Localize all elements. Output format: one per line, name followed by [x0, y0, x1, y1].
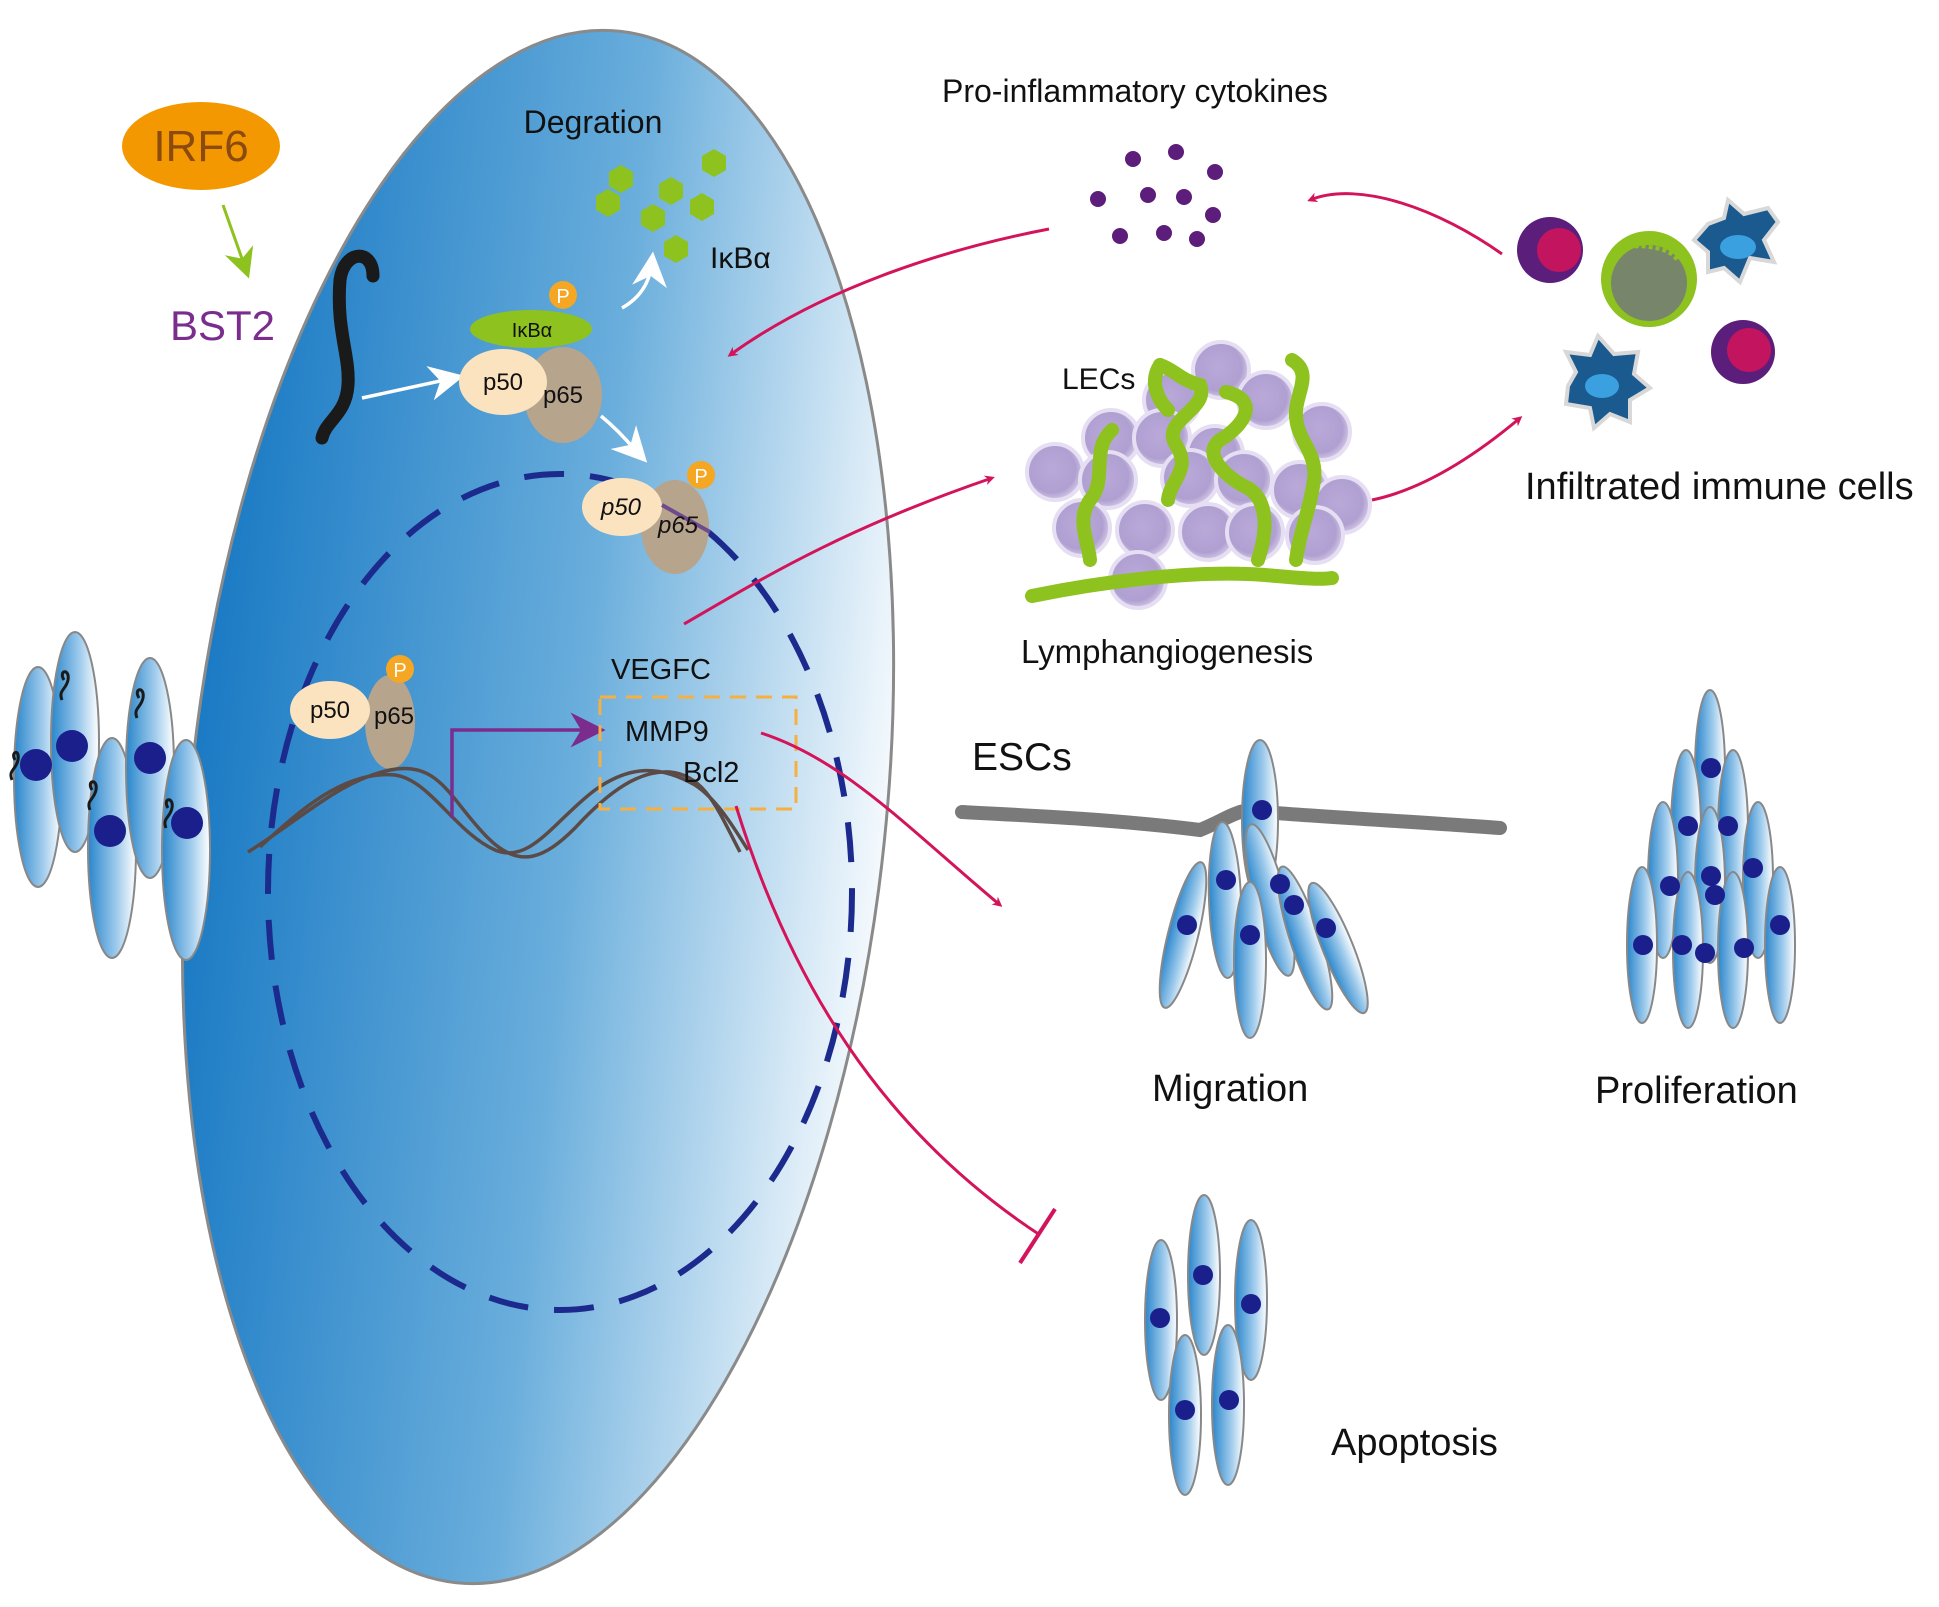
proliferation-label: Proliferation: [1595, 1070, 1798, 1112]
ikba-bound-label: IκBα: [512, 320, 552, 342]
p50-label: p50: [483, 369, 523, 396]
bcl2-to-apoptosis-inhibition: [734, 805, 1041, 1237]
transcription-arrow: [450, 712, 606, 818]
pro-inflammatory-label: Pro-inflammatory cytokines: [942, 73, 1328, 109]
p65-label-2: p65: [657, 512, 699, 539]
immune-cells: [1517, 196, 1781, 432]
proliferation-cells: [1626, 689, 1796, 1029]
p-marker-2: P: [694, 466, 707, 488]
escs-label: ESCs: [972, 736, 1072, 779]
p50-label-2: p50: [600, 494, 642, 521]
degration-label: Degration: [524, 104, 663, 140]
bst2-label: BST2: [170, 302, 275, 349]
target-gene-box: [598, 695, 798, 811]
apoptosis-label: Apoptosis: [1331, 1422, 1498, 1464]
apoptosis-inhibition-bar: [1018, 1207, 1057, 1265]
nucleus: [265, 471, 855, 1313]
lecs-to-immune-arrow: [1371, 416, 1523, 502]
bcl2-label: Bcl2: [683, 757, 739, 789]
lymphangiogenesis-label: Lymphangiogenesis: [1021, 633, 1313, 670]
immune-to-cytokines-arrow: [1307, 192, 1503, 256]
nfkb-ikba-complex: IκBα P p50 p65: [459, 281, 602, 443]
irf6-to-bst2-arrow: [221, 204, 254, 279]
complex-translocation-arrow: [599, 414, 648, 463]
cytokines-to-cell-arrow: [727, 227, 1050, 357]
escs-cluster-left: [9, 631, 211, 961]
ikba-free-label: IκBα: [710, 242, 771, 275]
lecs-cluster: [1025, 340, 1372, 610]
p-marker-3: P: [393, 660, 406, 682]
mmp9-label: MMP9: [625, 716, 709, 748]
irf6-label: IRF6: [153, 122, 248, 171]
lecs-label: LECs: [1062, 363, 1135, 396]
receptor-to-complex-arrow: [361, 366, 465, 401]
vegfc-label: VEGFC: [611, 654, 711, 686]
main-cell: [180, 28, 896, 1586]
nfkb-translocating-complex: P p50 p65: [582, 461, 715, 574]
p50-label-3: p50: [310, 697, 350, 724]
migration-cells: [1158, 739, 1369, 1039]
p65-label-3: p65: [374, 703, 414, 730]
bst2-receptor: [315, 249, 380, 445]
ikba-hexagon-cluster: [596, 149, 726, 263]
cytokine-dots: [1090, 144, 1223, 247]
infiltrated-label: Infiltrated immune cells: [1525, 466, 1914, 508]
irf6-node: IRF6: [122, 102, 280, 190]
dna-helix: [247, 766, 750, 859]
mmp9-to-migration-arrow: [760, 731, 1003, 907]
escs-membrane-line: [955, 803, 1507, 838]
p65-label: p65: [543, 382, 583, 409]
vegfc-to-lecs-arrow: [683, 475, 995, 626]
p-marker: P: [556, 286, 569, 308]
apoptosis-cells: [1144, 1194, 1268, 1496]
nfkb-nuclear-complex: P p50 p65: [290, 655, 415, 769]
migration-label: Migration: [1152, 1068, 1308, 1110]
ikba-release-arrow: [621, 251, 667, 310]
